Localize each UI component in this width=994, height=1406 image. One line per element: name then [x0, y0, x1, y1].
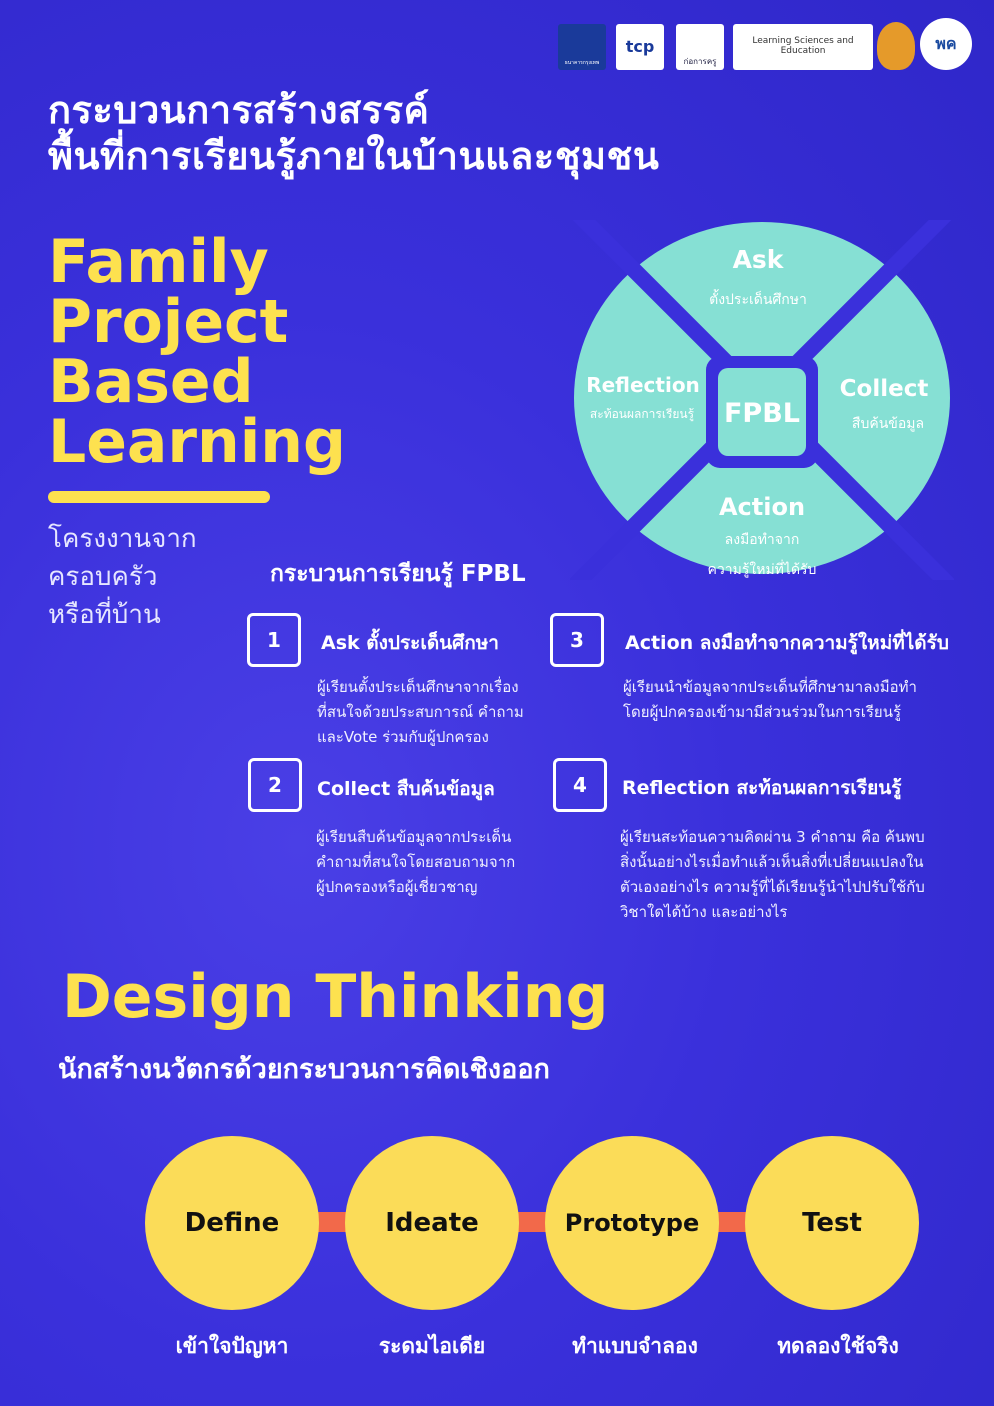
design-thinking-title: Design Thinking: [62, 962, 609, 1032]
step-title: Ask ตั้งประเด็นศึกษา: [321, 632, 499, 654]
subtitle-line: โครงงานจาก: [48, 524, 197, 554]
petal-ask-title: Ask: [733, 245, 785, 274]
stage-connector: [310, 1212, 354, 1232]
stage-name: Define: [184, 1208, 280, 1238]
word-based: Based: [48, 347, 254, 417]
step-desc-line: ที่สนใจด้วยประสบการณ์ คำถาม: [317, 703, 524, 721]
stage-name: Test: [802, 1208, 862, 1238]
heading-underline: [48, 491, 270, 503]
step-title: Action ลงมือทำจากความรู้ใหม่ที่ได้รับ: [625, 632, 949, 654]
stage-name: Ideate: [385, 1208, 479, 1238]
stage-connector: [510, 1212, 554, 1232]
step-desc-line: โดยผู้ปกครองเข้ามามีส่วนร่วมในการเรียนรู…: [623, 703, 902, 721]
stage-label: ระดมไอเดีย: [378, 1334, 486, 1358]
center-box: [718, 368, 806, 456]
step-desc-line: ผู้เรียนตั้งประเด็นศึกษาจากเรื่อง: [317, 678, 519, 696]
step-desc-line: คำถามที่สนใจโดยสอบถามจาก: [316, 853, 516, 871]
stage-connector: [710, 1212, 754, 1232]
petal-reflection-title: Reflection: [586, 373, 700, 397]
page-title: กระบวนการสร้างสรรค์ พื้นที่การเรียนรู้ภา…: [48, 88, 659, 179]
process-title: กระบวนการเรียนรู้ FPBL: [270, 561, 526, 587]
step-desc-line: ผู้เรียนสะท้อนความคิดผ่าน 3 คำถาม คือ ค้…: [620, 828, 925, 846]
word-project: Project: [48, 287, 289, 357]
stage-test: Test: [745, 1136, 919, 1310]
step-number-badge: 1: [247, 613, 301, 667]
step-number-badge: 2: [248, 758, 302, 812]
stage-name: Prototype: [564, 1209, 700, 1237]
fpbl-subtitle: โครงงานจาก ครอบครัว หรือที่บ้าน: [48, 520, 197, 634]
logo-kor-karn-kru: ก่อการครู: [676, 24, 724, 70]
title-line-2: พื้นที่การเรียนรู้ภายในบ้านและชุมชน: [48, 133, 660, 178]
word-learning: Learning: [48, 407, 346, 477]
stage-prototype: Prototype: [545, 1136, 719, 1310]
title-line-1: กระบวนการสร้างสรรค์: [48, 88, 430, 132]
petal-reflection-sub: สะท้อนผลการเรียนรู้: [590, 407, 695, 422]
logo-tcp: tcp: [616, 24, 664, 70]
fpbl-cycle-diagram: FPBL Ask ตั้งประเด็นศึกษา Collect สืบค้น…: [570, 220, 954, 580]
step-desc-line: สิ่งนั้นอย่างไรเมื่อทำแล้วเห็นสิ่งที่เปล…: [620, 853, 924, 871]
petal-ask-sub: ตั้งประเด็นศึกษา: [709, 289, 807, 308]
step-desc-line: วิชาใดได้บ้าง และอย่างไร: [620, 903, 788, 921]
stage-label: ทดลองใช้จริง: [777, 1334, 899, 1358]
logo-learning-sciences: Learning Sciences and Education: [733, 24, 873, 70]
petal-action-sub: ความรู้ใหม่ที่ได้รับ: [708, 560, 817, 578]
word-family: Family: [48, 227, 269, 297]
subtitle-line: หรือที่บ้าน: [48, 600, 161, 630]
petal-collect-sub: สืบค้นข้อมูล: [852, 416, 924, 432]
stage-define: Define: [145, 1136, 319, 1310]
design-thinking-subtitle: นักสร้างนวัตกรด้วยกระบวนการคิดเชิงออก: [58, 1054, 550, 1085]
step-title: Collect สืบค้นข้อมูล: [317, 778, 495, 800]
step-desc-line: ตัวเองอย่างไร ความรู้ที่ได้เรียนรู้นำไปป…: [620, 878, 925, 896]
step-desc-line: ผู้ปกครองหรือผู้เชี่ยวชาญ: [316, 878, 478, 896]
step-title: Reflection สะท้อนผลการเรียนรู้: [622, 777, 902, 799]
petal-action-sub: ลงมือทำจาก: [725, 532, 800, 548]
step-desc-line: และVote ร่วมกับผู้ปกครอง: [317, 728, 489, 746]
stage-label: เข้าใจปัญหา: [175, 1334, 289, 1358]
petal-collect-title: Collect: [840, 376, 929, 402]
stage-ideate: Ideate: [345, 1136, 519, 1310]
logo-bangkok-bank: ธนาคารกรุงเทพ: [558, 24, 606, 70]
logo-pk: พค: [920, 18, 972, 70]
step-number-badge: 3: [550, 613, 604, 667]
stage-label: ทำแบบจำลอง: [572, 1334, 698, 1358]
petal-action-title: Action: [719, 493, 805, 521]
logo-obec: [877, 22, 915, 70]
step-desc-line: ผู้เรียนสืบค้นข้อมูลจากประเด็น: [316, 828, 512, 846]
fpbl-heading: Family Project Based Learning: [48, 232, 346, 472]
step-desc-line: ผู้เรียนนำข้อมูลจากประเด็นที่ศึกษามาลงมื…: [623, 678, 917, 696]
subtitle-line: ครอบครัว: [48, 562, 158, 592]
step-number-badge: 4: [553, 758, 607, 812]
center-label: FPBL: [724, 398, 800, 429]
